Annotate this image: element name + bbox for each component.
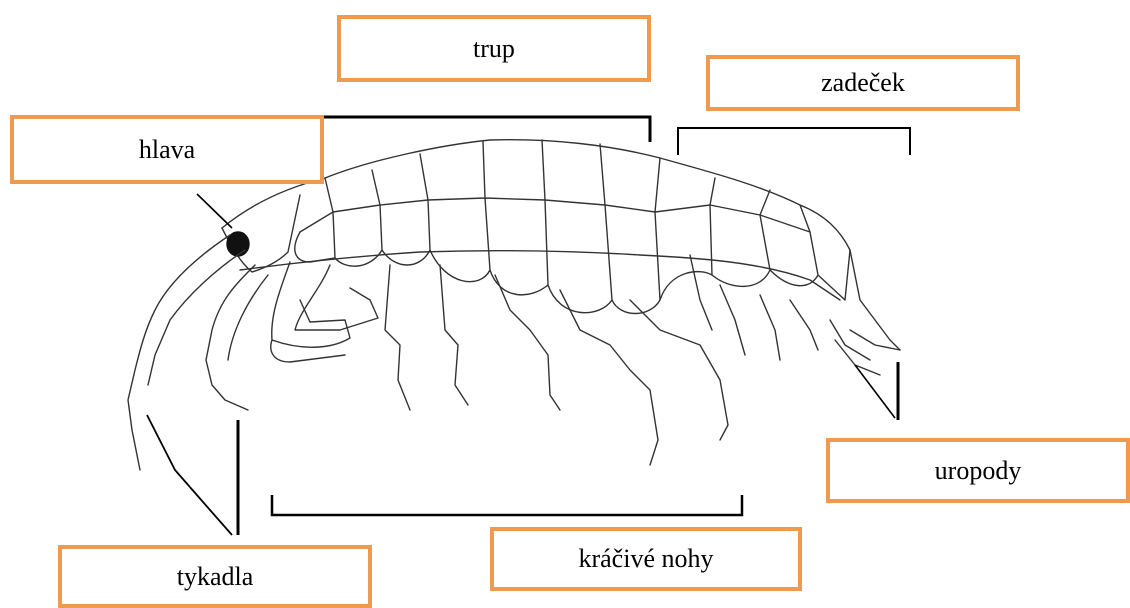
trup-bracket	[318, 117, 650, 142]
label-box-hlava: hlava	[10, 115, 324, 184]
leg-1	[385, 265, 410, 410]
pleon-plates	[712, 215, 850, 300]
label-box-kracive-nohy: kráčivé nohy	[490, 527, 802, 591]
label-hlava: hlava	[139, 135, 195, 165]
label-kracive-nohy: kráčivé nohy	[578, 544, 713, 574]
label-trup: trup	[473, 34, 515, 64]
label-uropody: uropody	[935, 456, 1022, 486]
leg-4	[560, 290, 658, 465]
label-box-trup: trup	[337, 15, 651, 82]
segment-lines	[300, 140, 810, 232]
pleopods	[690, 255, 818, 360]
label-tykadla: tykadla	[177, 562, 254, 592]
gnathopod-1	[272, 262, 350, 347]
antenna-1-inner	[148, 250, 245, 385]
antenna-2	[206, 265, 255, 410]
uropods	[830, 320, 900, 375]
amphipod-illustration	[128, 140, 900, 470]
zadecek-bracket	[678, 128, 910, 155]
label-box-uropody: uropody	[826, 438, 1130, 503]
label-box-zadecek: zadeček	[706, 55, 1020, 111]
label-box-tykadla: tykadla	[58, 545, 372, 608]
leg-5	[630, 300, 728, 440]
antenna-1	[128, 235, 230, 470]
label-zadecek: zadeček	[821, 68, 905, 98]
leg-3	[495, 275, 560, 410]
hlava-pointer	[197, 194, 232, 228]
tykadla-pointer-1	[147, 415, 232, 535]
leg-2	[440, 265, 468, 405]
kracive-nohy-bracket	[272, 495, 742, 515]
